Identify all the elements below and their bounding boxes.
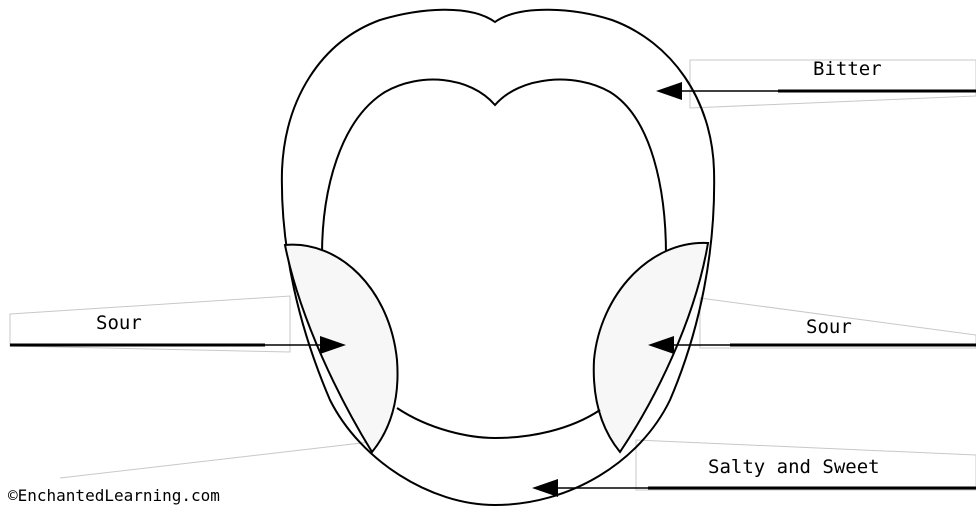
left-faint-guide xyxy=(60,442,370,478)
salty-sweet-label: Salty and Sweet xyxy=(708,456,880,478)
lower-center-curve xyxy=(397,408,600,438)
center-region-outline xyxy=(322,80,666,255)
bitter-label: Bitter xyxy=(813,58,882,80)
tongue-outline xyxy=(282,10,714,505)
salty-sweet-arrowhead xyxy=(532,479,558,497)
sour-left-label: Sour xyxy=(96,312,142,334)
bitter-arrowhead xyxy=(656,82,682,100)
sour-right-label: Sour xyxy=(806,316,852,338)
right-sour-region xyxy=(594,243,708,452)
copyright-credit: ©EnchantedLearning.com xyxy=(8,486,220,505)
